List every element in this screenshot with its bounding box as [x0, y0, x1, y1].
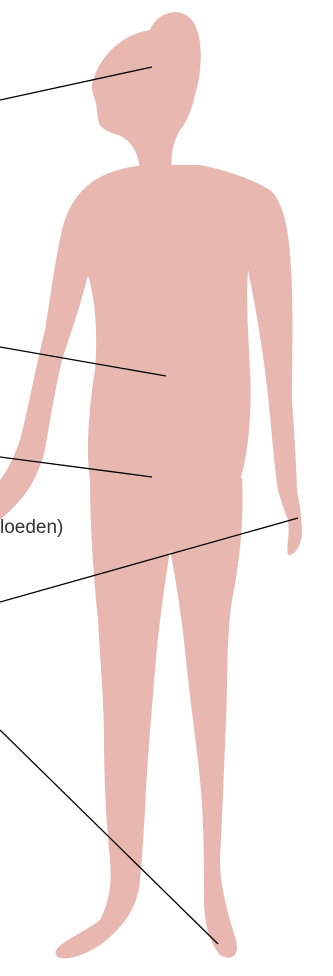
- legs: [56, 478, 243, 958]
- partial-label-text: loeden): [0, 517, 63, 539]
- head: [92, 12, 201, 170]
- body-silhouette: [0, 12, 302, 958]
